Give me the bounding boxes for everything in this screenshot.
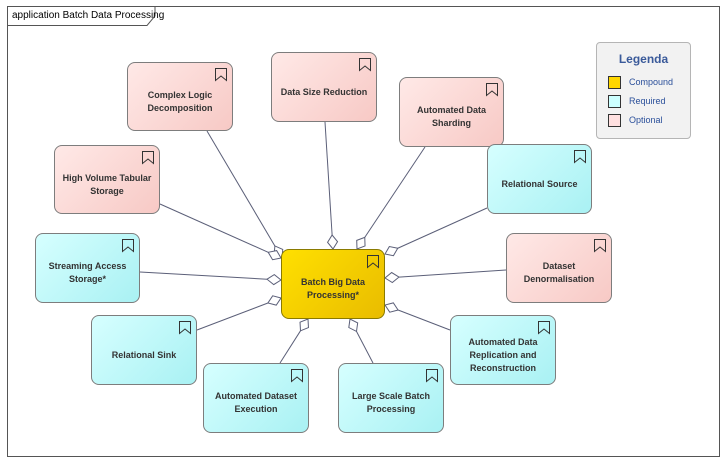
node-automated-data-replication[interactable]: Automated Data Replication and Reconstru… (450, 315, 556, 385)
node-label: Automated Dataset Execution (214, 391, 297, 414)
legend-item-compound: Compound (608, 74, 673, 90)
node-label: Large Scale Batch Processing (351, 391, 431, 414)
aggregation-diamond (384, 271, 400, 284)
element-icon (291, 369, 303, 383)
element-icon (538, 321, 550, 335)
node-label: Data Size Reduction (280, 86, 368, 97)
legend-swatch (608, 94, 621, 108)
node-high-volume-tabular-storage[interactable]: High Volume Tabular Storage (54, 145, 160, 214)
frame-title: application Batch Data Processing (12, 10, 165, 21)
connector-line[interactable] (206, 130, 276, 247)
node-relational-sink[interactable]: Relational Sink (91, 315, 197, 385)
legend-title: Legenda (618, 52, 669, 66)
legend-label: Optional (629, 115, 663, 125)
element-icon (179, 321, 191, 335)
node-label: Batch Big Data Processing* (300, 277, 365, 300)
connector-line[interactable] (159, 203, 269, 253)
connector-line[interactable] (397, 309, 451, 331)
node-automated-dataset-execution[interactable]: Automated Dataset Execution (203, 363, 309, 433)
aggregation-diamond (299, 318, 309, 332)
node-data-size-reduction[interactable]: Data Size Reduction (271, 52, 377, 122)
node-streaming-access-storage[interactable]: Streaming Access Storage* (35, 233, 140, 303)
node-relational-source[interactable]: Relational Source (487, 144, 592, 214)
element-icon (594, 239, 606, 253)
node-label: Relational Source (501, 178, 578, 189)
node-label: Automated Data Sharding (416, 105, 486, 128)
node-dataset-denormalisation[interactable]: Dataset Denormalisation (506, 233, 612, 303)
element-icon (122, 239, 134, 253)
aggregation-diamond (326, 234, 339, 250)
legend-swatch (608, 75, 621, 89)
element-icon (367, 255, 379, 269)
aggregation-diamond (267, 295, 282, 306)
frame-tab (7, 6, 156, 26)
node-batch-big-data-processing[interactable]: Batch Big Data Processing* (281, 249, 385, 319)
node-label: Automated Data Replication and Reconstru… (468, 336, 538, 373)
element-icon (359, 58, 371, 72)
connector-line[interactable] (196, 302, 269, 331)
node-large-scale-batch-processing[interactable]: Large Scale Batch Processing (338, 363, 444, 433)
connector-line[interactable] (397, 207, 488, 249)
aggregation-diamond (267, 250, 282, 261)
connector-line[interactable] (364, 146, 426, 238)
aggregation-diamond (356, 236, 366, 250)
legend-item-required: Required (608, 93, 666, 109)
element-icon (426, 369, 438, 383)
element-icon (486, 83, 498, 97)
node-automated-data-sharding[interactable]: Automated Data Sharding (399, 77, 504, 147)
aggregation-diamond (384, 246, 399, 257)
diagram-frame (7, 6, 720, 457)
node-label: Dataset Denormalisation (523, 261, 595, 284)
node-label: High Volume Tabular Storage (62, 172, 152, 196)
legend-label: Required (629, 96, 666, 106)
node-complex-logic-decomposition[interactable]: Complex Logic Decomposition (127, 62, 233, 131)
connector-line[interactable] (356, 331, 374, 364)
element-icon (574, 150, 586, 164)
connector-line[interactable] (279, 330, 301, 364)
connector-line[interactable] (139, 271, 268, 280)
connector-line[interactable] (324, 121, 333, 236)
element-icon (142, 151, 154, 165)
node-label: Streaming Access Storage* (48, 261, 127, 284)
node-label: Complex Logic Decomposition (147, 89, 213, 113)
connector-line[interactable] (398, 269, 507, 278)
aggregation-diamond (348, 318, 359, 333)
legend-swatch (608, 113, 621, 127)
legend-item-optional: Optional (608, 112, 663, 128)
aggregation-diamond (384, 302, 399, 313)
legend-label: Compound (629, 77, 674, 87)
element-icon (215, 68, 227, 82)
aggregation-diamond (266, 273, 282, 286)
node-label: Relational Sink (111, 349, 177, 360)
